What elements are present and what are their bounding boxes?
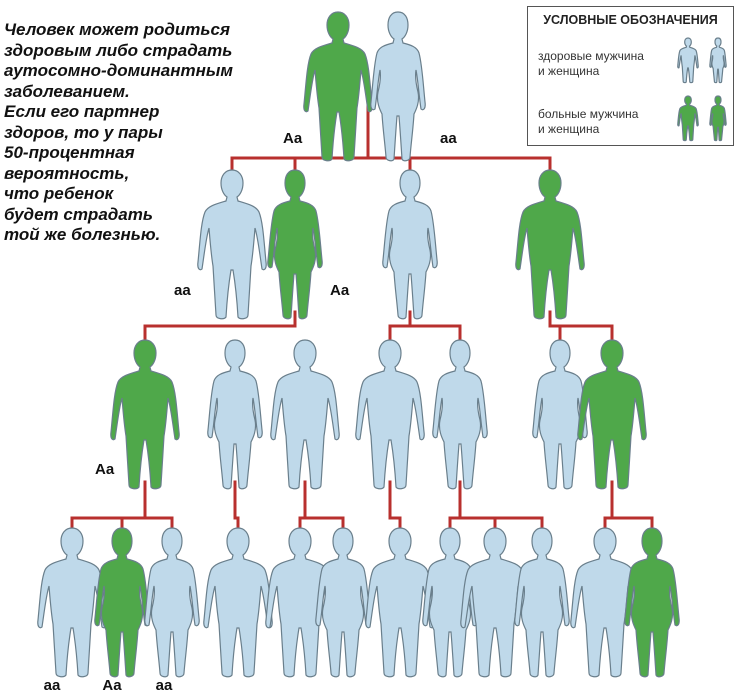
genotype-label: aa <box>440 130 457 147</box>
person-healthy-male <box>203 527 273 678</box>
genotype-label: aa <box>156 677 173 693</box>
legend-healthy-male-icon <box>677 37 699 84</box>
person-healthy-male <box>355 339 425 490</box>
legend-title: УСЛОВНЫЕ ОБОЗНАЧЕНИЯ <box>543 13 718 27</box>
intro-line: здоров, то у пары <box>4 122 163 142</box>
genotype-label: Aa <box>330 282 350 299</box>
legend-icons <box>677 37 727 142</box>
person-healthy-female <box>315 527 371 678</box>
genotype-label: Aa <box>95 461 115 478</box>
person-affected-male <box>303 11 373 162</box>
intro-line: будет страдать <box>4 204 153 224</box>
person-healthy-male <box>270 339 340 490</box>
person-healthy-female <box>207 339 263 490</box>
person-affected-male <box>515 169 585 320</box>
person-healthy-female <box>382 169 438 320</box>
intro-line: Если его партнер <box>4 102 160 121</box>
legend-healthy-label: здоровые мужчина и женщина <box>538 49 644 79</box>
legend-affected-male-icon <box>677 95 699 142</box>
person-healthy-female <box>370 11 426 162</box>
intro-line: вероятность, <box>4 163 130 183</box>
person-healthy-male <box>197 169 267 320</box>
genotype-label: aa <box>174 282 191 299</box>
intro-line: что ребенок <box>4 184 114 203</box>
legend-box: УСЛОВНЫЕ ОБОЗНАЧЕНИЯ здоровые мужчина и … <box>527 6 734 146</box>
pedigree-figures <box>37 11 680 678</box>
person-affected-female <box>624 527 680 678</box>
person-affected-male <box>577 339 647 490</box>
person-healthy-female <box>432 339 488 490</box>
person-healthy-female <box>144 527 200 678</box>
intro-line: заболеванием. <box>4 81 130 101</box>
person-affected-male <box>110 339 180 490</box>
legend-healthy-line: здоровые мужчина <box>538 49 644 63</box>
intro-line: здоровым либо страдать <box>4 40 233 60</box>
intro-line: Человек может родиться <box>4 20 230 39</box>
intro-line: той же болезнью. <box>4 225 161 244</box>
genotype-label: Aa <box>283 130 303 147</box>
intro-text: Человек может родиться здоровым либо стр… <box>4 20 304 246</box>
person-affected-female <box>267 169 323 320</box>
person-affected-female <box>94 527 150 678</box>
legend-healthy-female-icon <box>709 37 727 84</box>
intro-line: аутосомно-доминантным <box>4 61 234 80</box>
legend-affected-line: больные мужчина <box>538 107 639 121</box>
person-healthy-female <box>532 339 588 490</box>
legend-affected-label: больные мужчина и женщина <box>538 107 638 137</box>
genotype-label: aa <box>44 677 61 693</box>
legend-affected-line: и женщина <box>538 122 600 136</box>
genotype-label: Aa <box>102 677 122 693</box>
intro-line: 50-процентная <box>4 143 135 162</box>
person-healthy-female <box>514 527 570 678</box>
legend-healthy-line: и женщина <box>538 64 600 78</box>
legend-affected-female-icon <box>709 95 727 142</box>
